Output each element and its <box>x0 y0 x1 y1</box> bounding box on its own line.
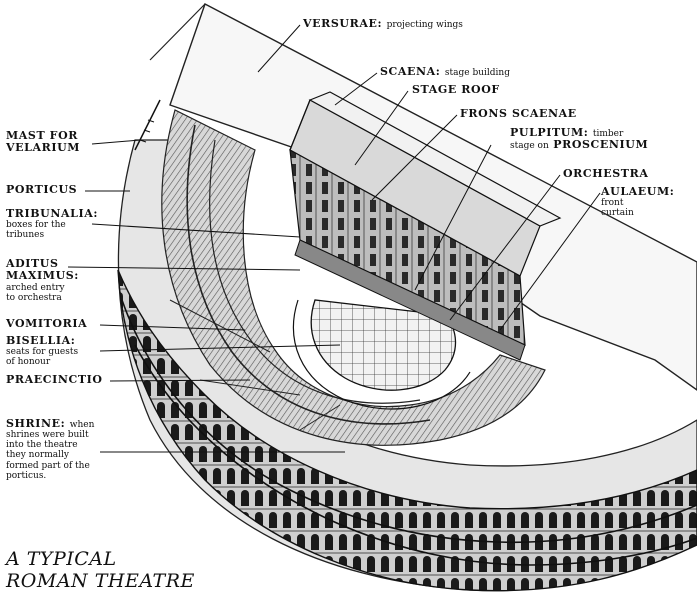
leader-frons-scaenae <box>371 114 458 201</box>
label-bisellia: BISELLIA: seats for guests of honour <box>6 334 79 368</box>
label-praecinctio: PRAECINCTIO <box>6 373 103 386</box>
leader-mast <box>91 139 141 145</box>
scaena-building <box>289 91 562 361</box>
label-versurae: VERSURAE: projecting wings <box>303 17 463 30</box>
title-line-2: ROMAN THEATRE <box>6 570 195 592</box>
leader-aditus <box>67 266 301 271</box>
leader-aulaeum <box>499 192 601 331</box>
leader-bisellia <box>99 344 341 352</box>
label-scaena: SCAENA: stage building <box>380 65 510 78</box>
leader-pulpitum <box>414 144 492 291</box>
seating-cavea <box>161 109 546 446</box>
label-porticus: PORTICUS <box>6 183 78 196</box>
leader-vomitoria <box>99 324 246 331</box>
orchestra-floor <box>292 299 471 410</box>
label-orchestra: ORCHESTRA <box>563 167 649 180</box>
label-frons-scaenae: FRONS SCAENAE <box>460 107 577 120</box>
label-vomitoria: VOMITORIA <box>6 317 88 330</box>
velarium-mast <box>134 99 161 151</box>
leader-stage-roof <box>354 90 409 166</box>
label-aditus: ADITUS MAXIMUS: arched entry to orchestr… <box>6 257 79 303</box>
label-stage-roof: STAGE ROOF <box>412 83 500 96</box>
leader-orchestra <box>449 174 561 321</box>
diagram-title: A TYPICAL ROMAN THEATRE <box>6 548 195 592</box>
label-shrine: SHRINE: when shrines were built into the… <box>6 417 95 481</box>
leader-praecinctio <box>109 379 251 382</box>
label-mast: MAST FOR VELARIUM <box>6 129 81 155</box>
leader-scaena <box>334 72 378 106</box>
leader-tribunalia <box>91 223 301 238</box>
title-line-1: A TYPICAL <box>6 548 117 570</box>
label-tribunalia: TRIBUNALIA: boxes for the tribunes <box>6 207 99 241</box>
label-aulaeum: AULAEUM: front curtain <box>601 185 675 219</box>
leader-versurae <box>257 24 301 73</box>
label-pulpitum: PULPITUM: timber stage on PROSCENIUM <box>510 126 649 152</box>
